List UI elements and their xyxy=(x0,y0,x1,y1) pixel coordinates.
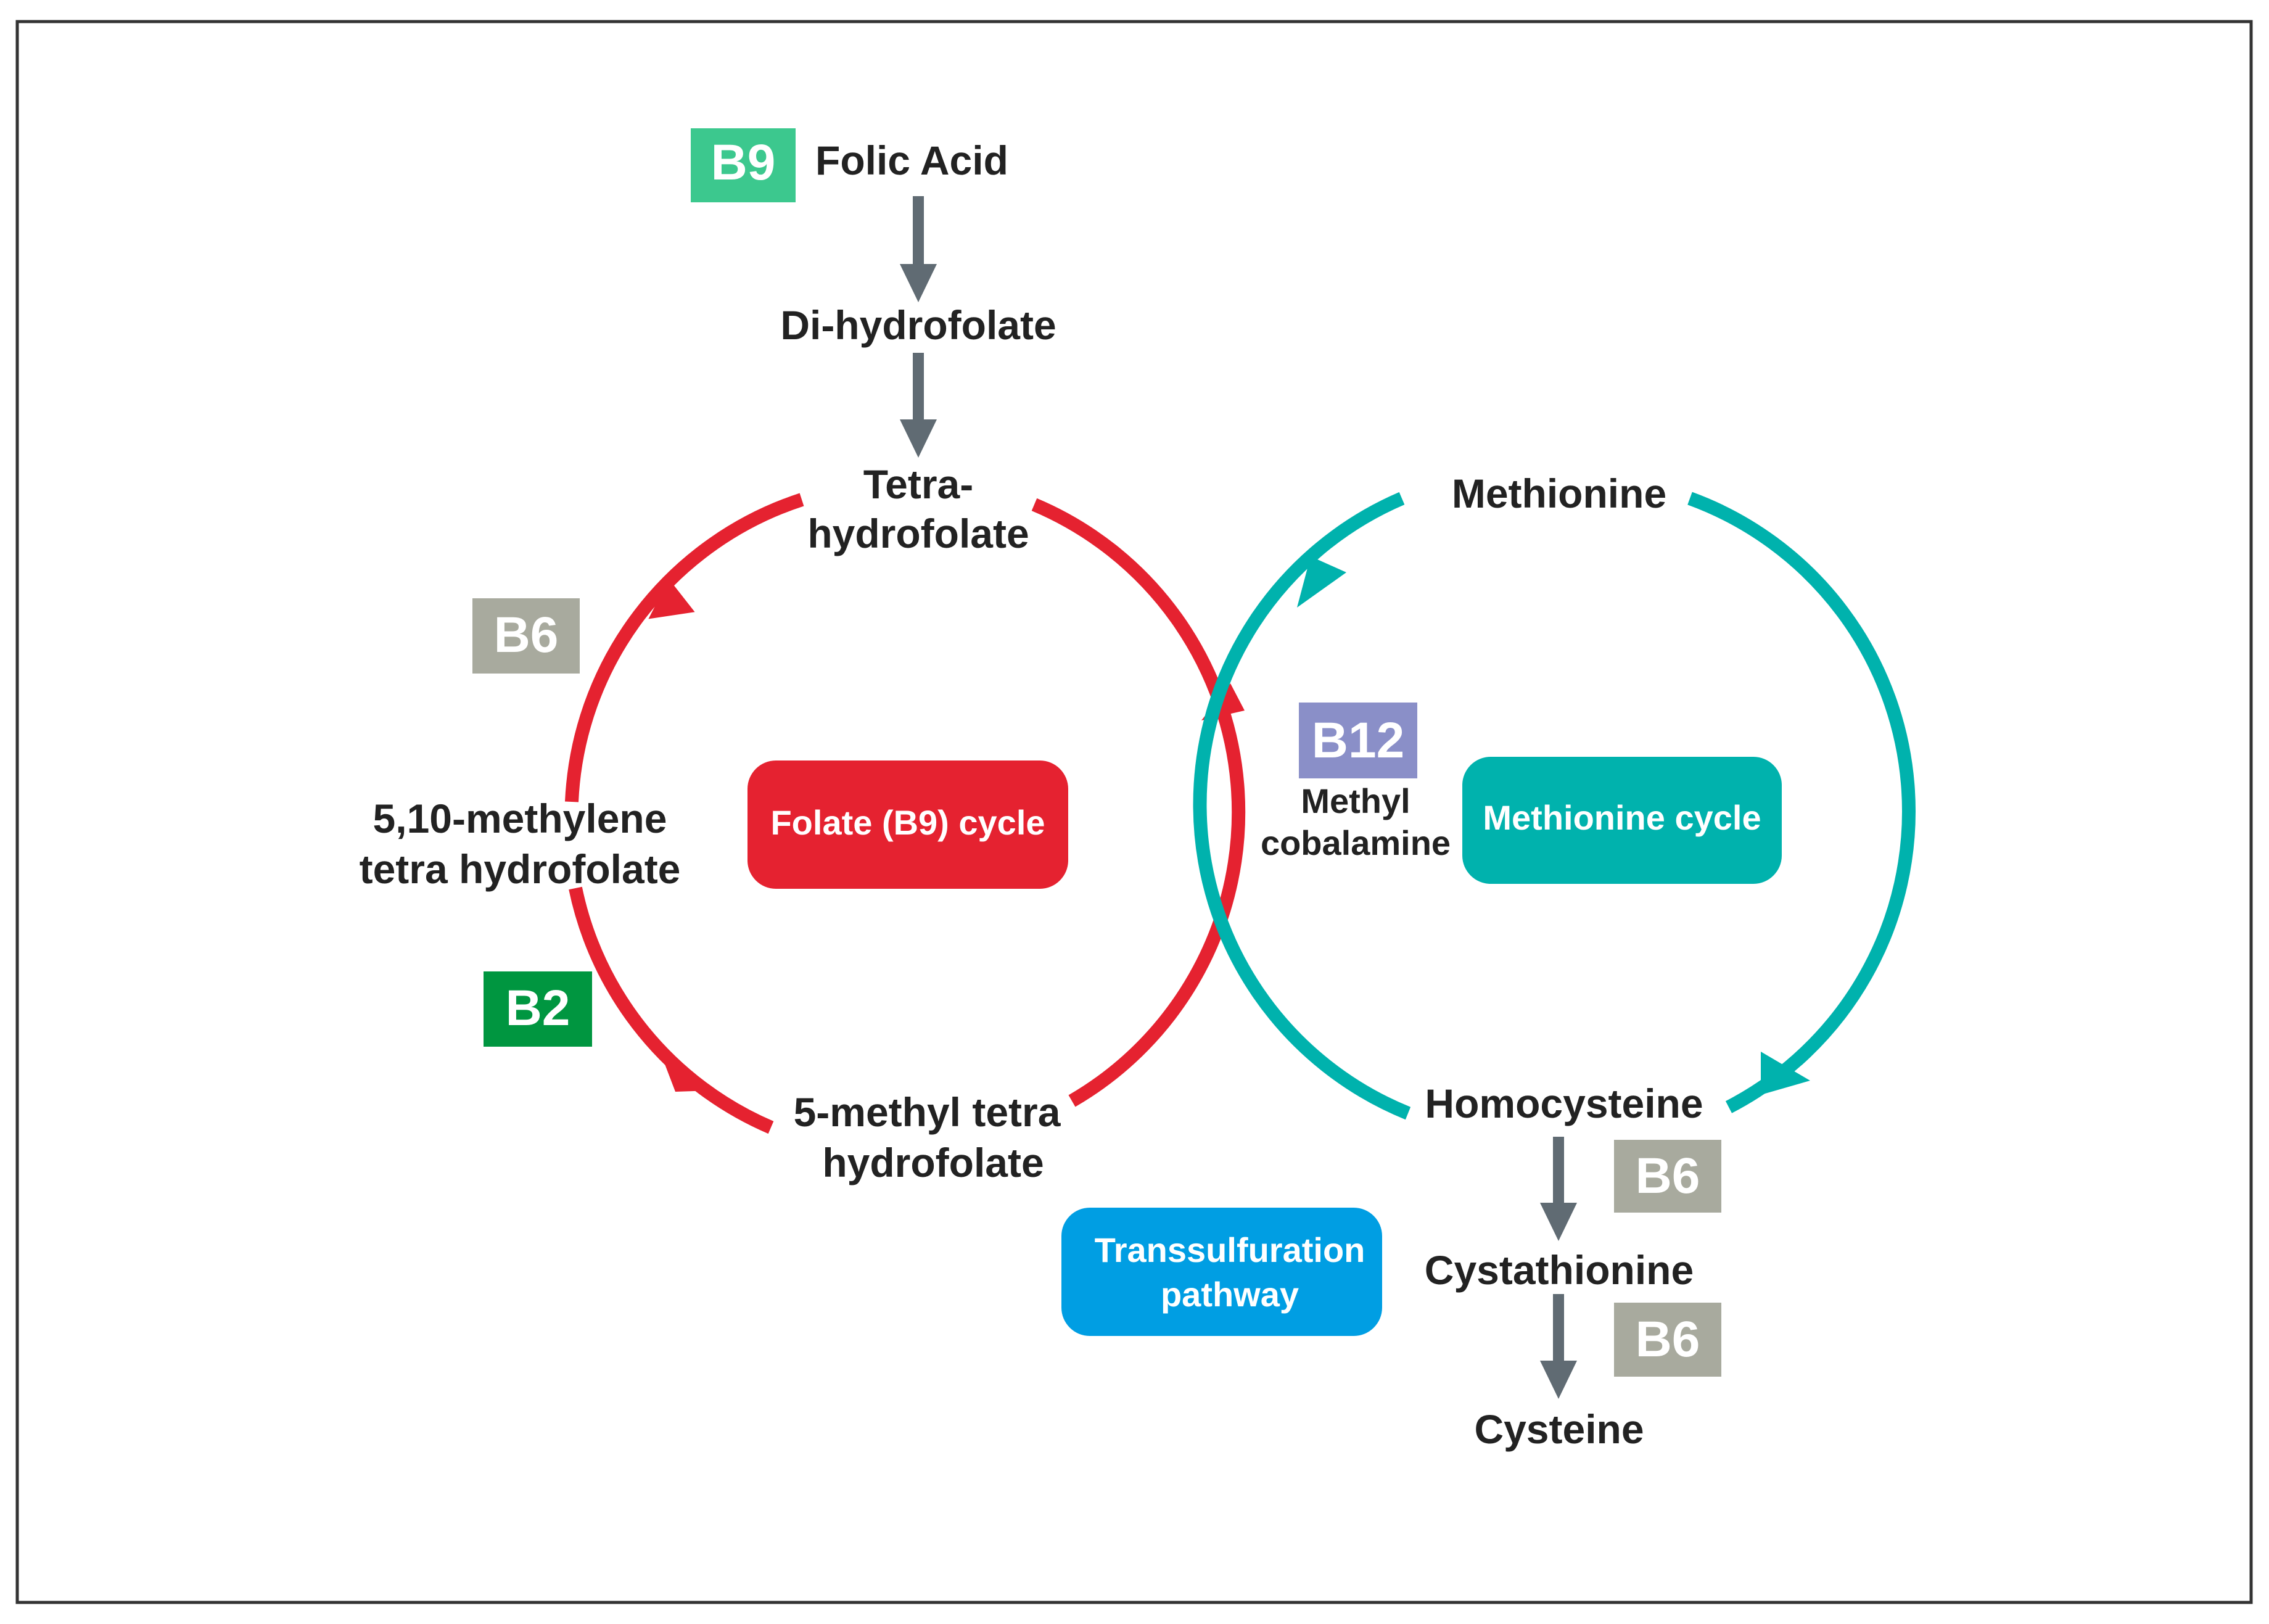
methionine-cycle-label: Methionine cycle xyxy=(1483,798,1761,837)
b12-badge-label: B12 xyxy=(1312,712,1404,769)
folic-acid-label: Folic Acid xyxy=(815,138,1008,183)
methylene-thf-label-line2: tetra hydrofolate xyxy=(360,846,681,892)
cystathionine-label: Cystathionine xyxy=(1425,1247,1694,1293)
b6-cysteine-badge-label: B6 xyxy=(1636,1311,1700,1367)
b12-badge: B12 xyxy=(1299,703,1417,778)
b6-cysteine-badge: B6 xyxy=(1614,1303,1721,1377)
arrow-dihydrofolate-to-tetrahydrofolate xyxy=(900,353,937,458)
b9-badge: B9 xyxy=(691,128,796,202)
diagram-frame xyxy=(15,20,2253,1604)
folate-cycle-arcs xyxy=(565,493,1246,1134)
methionine-label: Methionine xyxy=(1452,471,1666,516)
methionine-cycle-arrowheads xyxy=(1297,556,1810,1095)
dihydrofolate-label: Di-hydrofolate xyxy=(780,302,1056,348)
methylcobalamine-label-line1: Methyl xyxy=(1301,781,1410,820)
b6-cystathionine-badge: B6 xyxy=(1614,1140,1721,1213)
methyl-thf-label-line1: 5-methyl tetra xyxy=(794,1089,1061,1135)
b2-badge-label: B2 xyxy=(506,980,570,1036)
arrow-homocysteine-to-cystathionine xyxy=(1540,1137,1577,1241)
methylene-thf-label-line1: 5,10-methylene xyxy=(373,796,667,841)
transsulfuration-label-line2: pathway xyxy=(1161,1275,1299,1314)
b6-cystathionine-badge-label: B6 xyxy=(1636,1148,1700,1204)
folate-cycle-label: Folate (B9) cycle xyxy=(770,803,1045,842)
tetrahydrofolate-label-line1: Tetra- xyxy=(863,461,973,507)
methionine-cycle-box: Methionine cycle xyxy=(1462,757,1782,884)
arrow-cystathionine-to-cysteine xyxy=(1540,1294,1577,1399)
b6-folate-badge-label: B6 xyxy=(494,607,559,663)
b2-badge: B2 xyxy=(484,971,592,1047)
b9-badge-label: B9 xyxy=(711,134,776,191)
methyl-thf-label-line2: hydrofolate xyxy=(822,1140,1044,1185)
folate-cycle-box: Folate (B9) cycle xyxy=(747,760,1068,889)
tetrahydrofolate-label-line2: hydrofolate xyxy=(807,511,1029,556)
homocysteine-label: Homocysteine xyxy=(1425,1081,1703,1126)
transsulfuration-label-line1: Transsulfuration xyxy=(1095,1230,1365,1269)
b6-folate-badge: B6 xyxy=(472,598,580,674)
transsulfuration-box: Transsulfuration pathway xyxy=(1061,1208,1382,1336)
methionine-cycle-arcs xyxy=(1193,492,1916,1120)
methylcobalamine-label-line2: cobalamine xyxy=(1261,823,1451,862)
arrow-folic-to-dihydrofolate xyxy=(900,196,937,302)
cysteine-label: Cysteine xyxy=(1474,1406,1644,1452)
